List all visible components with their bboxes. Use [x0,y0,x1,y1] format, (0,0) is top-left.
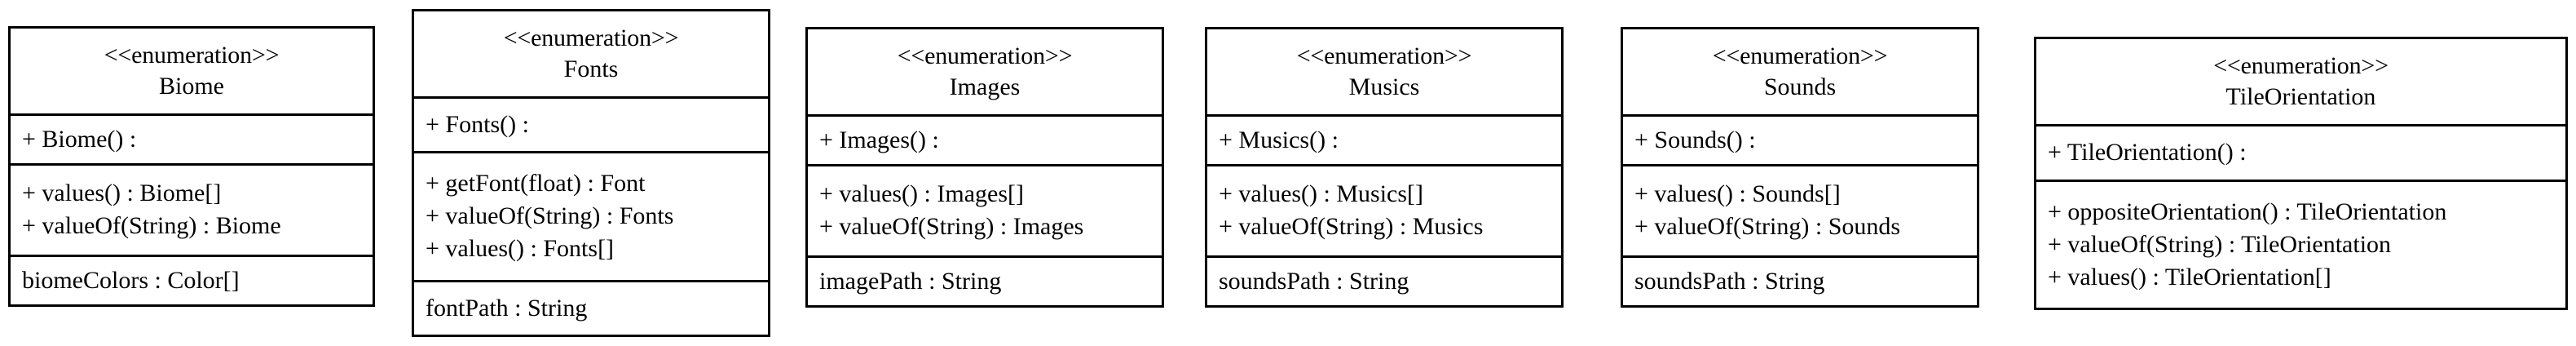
class-header: <<enumeration>> Sounds [1623,29,1977,117]
class-name: Sounds [1763,73,1837,100]
constructor-compartment: + TileOrientation() : [2036,126,2565,182]
method-row: + valueOf(String) : TileOrientation [2048,230,2392,258]
class-header: <<enumeration>> Fonts [414,11,768,99]
method-row: + values() : Images[] [819,180,1024,208]
method-row: + values() : TileOrientation[] [2048,263,2331,291]
method-row: + valueOf(String) : Fonts [426,202,674,230]
uml-class-biome[interactable]: <<enumeration>> Biome + Biome() : + values(… [8,26,375,307]
constructor-row: + Fonts() : [426,111,529,139]
attribute-row: soundsPath : String [1219,267,1409,295]
method-compartment: + values() : Images[] + valueOf(String) :… [808,166,1162,258]
method-compartment: + getFont(float) : Font + valueOf(String)… [414,153,768,282]
attribute-compartment: soundsPath : String [1623,258,1977,305]
method-compartment: + values() : Sounds[] + valueOf(String) :… [1623,166,1977,258]
method-row: + values() : Sounds[] [1634,180,1841,208]
constructor-row: + Images() : [819,126,939,154]
attribute-compartment: imagePath : String [808,258,1162,305]
method-row: + values() : Fonts[] [426,235,615,263]
method-row: + values() : Musics[] [1219,180,1424,208]
method-row: + valueOf(String) : Images [819,213,1084,241]
method-compartment: + oppositeOrientation() : TileOrientatio… [2036,182,2565,308]
method-row: + getFont(float) : Font [426,170,646,197]
class-stereotype: <<enumeration>> [1296,42,1472,69]
uml-class-fonts[interactable]: <<enumeration>> Fonts + Fonts() : + getFont… [412,9,770,337]
class-name: Fonts [563,55,619,82]
class-stereotype: <<enumeration>> [2213,52,2389,79]
attribute-row: soundsPath : String [1634,267,1825,295]
class-stereotype: <<enumeration>> [503,24,679,51]
attribute-compartment: biomeColors : Color[] [11,257,373,304]
class-name: Biome [159,73,224,100]
class-header: <<enumeration>> TileOrientation [2036,39,2565,126]
class-stereotype: <<enumeration>> [104,42,280,69]
method-row: + valueOf(String) : Musics [1219,213,1484,241]
attribute-row: fontPath : String [426,294,588,322]
constructor-row: + TileOrientation() : [2048,139,2247,166]
attribute-row: biomeColors : Color[] [22,266,240,294]
constructor-row: + Sounds() : [1634,126,1756,154]
uml-class-tileorientation[interactable]: <<enumeration>> TileOrientation + TileOrie… [2034,37,2568,310]
constructor-row: + Biome() : [22,126,137,153]
class-stereotype: <<enumeration>> [897,42,1073,69]
method-row: + oppositeOrientation() : TileOrientatio… [2048,197,2447,225]
attribute-compartment: soundsPath : String [1207,258,1561,305]
method-row: + valueOf(String) : Biome [22,212,281,240]
class-name: Images [949,73,1021,100]
method-row: + values() : Biome[] [22,180,222,207]
constructor-row: + Musics() : [1219,126,1339,154]
class-header: <<enumeration>> Biome [11,29,373,116]
method-compartment: + values() : Biome[] + valueOf(String) : … [11,166,373,257]
class-header: <<enumeration>> Images [808,29,1162,117]
method-row: + valueOf(String) : Sounds [1634,213,1901,241]
uml-class-musics[interactable]: <<enumeration>> Musics + Musics() : + value… [1205,27,1564,308]
method-compartment: + values() : Musics[] + valueOf(String) :… [1207,166,1561,258]
constructor-compartment: + Fonts() : [414,99,768,154]
constructor-compartment: + Biome() : [11,116,373,166]
constructor-compartment: + Images() : [808,117,1162,167]
uml-class-sounds[interactable]: <<enumeration>> Sounds + Sounds() : + value… [1621,27,1979,308]
class-name: TileOrientation [2225,83,2376,110]
uml-class-images[interactable]: <<enumeration>> Images + Images() : + value… [805,27,1164,308]
class-name: Musics [1348,73,1420,100]
constructor-compartment: + Musics() : [1207,117,1561,167]
attribute-compartment: fontPath : String [414,282,768,335]
class-header: <<enumeration>> Musics [1207,29,1561,117]
attribute-row: imagePath : String [819,267,1002,295]
constructor-compartment: + Sounds() : [1623,117,1977,167]
class-stereotype: <<enumeration>> [1712,42,1888,69]
